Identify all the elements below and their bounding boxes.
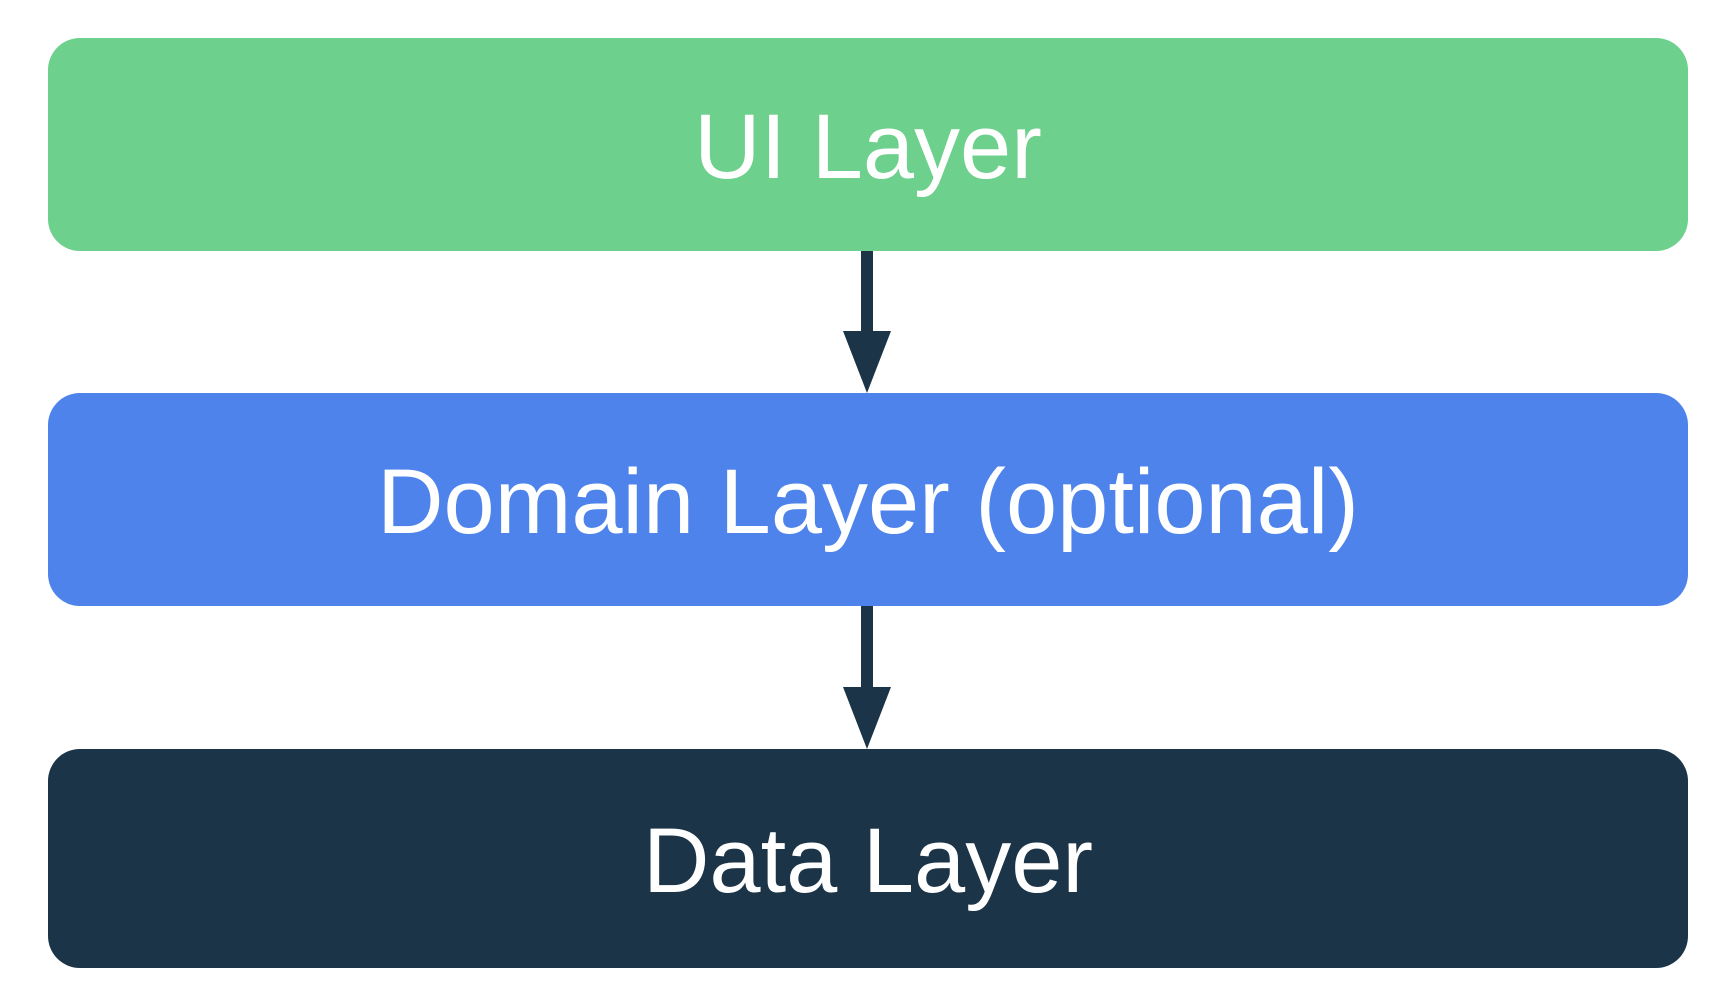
arrow-head — [843, 687, 891, 749]
down-arrow-domain-to-data-icon — [843, 606, 891, 749]
layer-label-domain: Domain Layer (optional) — [377, 450, 1359, 553]
arrow-head — [843, 331, 891, 393]
layer-label-ui: UI Layer — [694, 95, 1042, 198]
layer-box-ui: UI Layer — [48, 38, 1688, 251]
arrow-stem — [861, 606, 873, 687]
layer-box-domain: Domain Layer (optional) — [48, 393, 1688, 606]
arrow-stem — [861, 251, 873, 331]
layer-box-data: Data Layer — [48, 749, 1688, 968]
layer-label-data: Data Layer — [642, 809, 1094, 912]
down-arrow-ui-to-domain-icon — [843, 251, 891, 393]
